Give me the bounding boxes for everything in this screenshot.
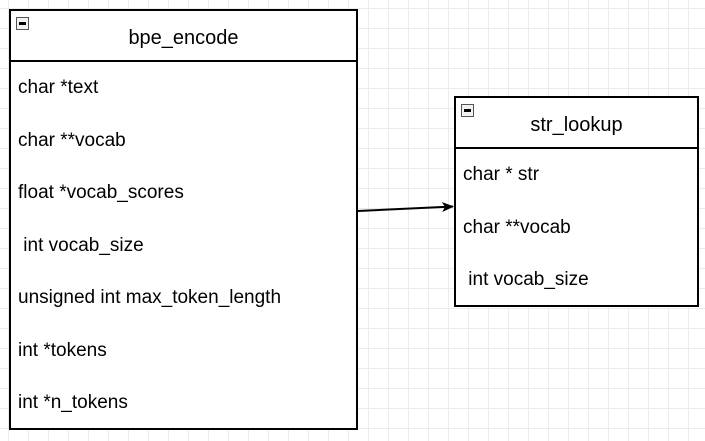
field-item[interactable]: unsigned int max_token_length xyxy=(18,287,282,308)
field-item[interactable]: int vocab_size xyxy=(463,269,589,290)
class-header: bpe_encode xyxy=(11,11,356,62)
collapse-minus-icon[interactable] xyxy=(16,17,29,30)
field-item[interactable]: char **vocab xyxy=(18,129,126,151)
field-item[interactable]: char **vocab xyxy=(463,216,571,238)
class-box-str-lookup[interactable]: str_lookup char * str char **vocab int v… xyxy=(454,96,699,307)
field-list: char *text char **vocab float *vocab_sco… xyxy=(11,62,356,430)
field-item[interactable]: int *tokens xyxy=(18,339,107,361)
field-item[interactable]: float *vocab_scores xyxy=(18,182,184,203)
field-item[interactable]: char *text xyxy=(18,77,99,98)
connector-arrow[interactable] xyxy=(357,202,454,213)
class-title: bpe_encode xyxy=(128,27,239,49)
collapse-minus-icon[interactable] xyxy=(461,104,474,117)
field-item[interactable]: char * str xyxy=(463,164,540,185)
class-box-bpe-encode[interactable]: bpe_encode char *text char **vocab float… xyxy=(9,9,358,430)
class-header: str_lookup xyxy=(456,98,697,149)
class-title: str_lookup xyxy=(530,114,623,136)
field-item[interactable]: int *n_tokens xyxy=(18,392,128,413)
field-list: char * str char **vocab int vocab_size xyxy=(456,149,697,307)
field-item[interactable]: int vocab_size xyxy=(18,234,144,256)
